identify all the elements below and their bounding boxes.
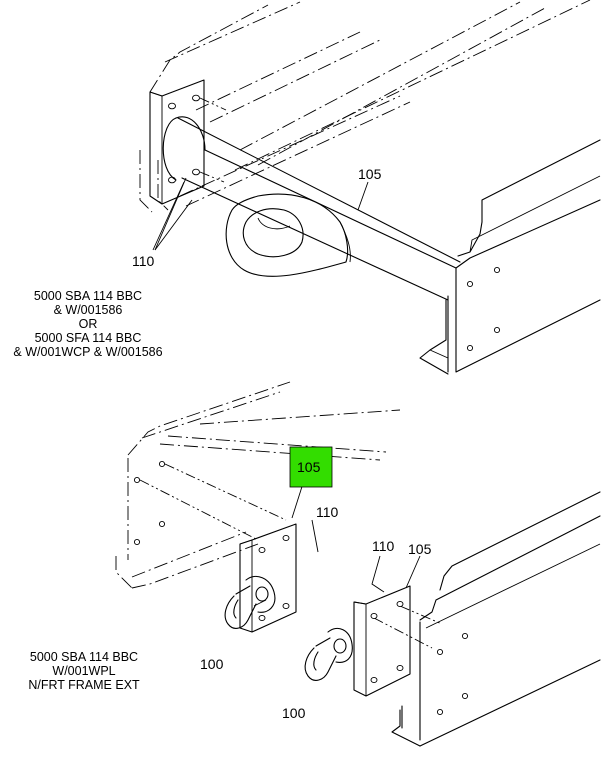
bottom-right-assembly [304, 491, 601, 747]
hole-icon [168, 102, 176, 110]
bottom-left-frame-rail [115, 381, 401, 589]
callouts: 105 110 105 110 110 105 100 100 [132, 166, 432, 721]
top-left-bracket-plate [149, 79, 227, 205]
hole-icon [466, 280, 474, 288]
hole-icon [158, 460, 166, 468]
bottom-right-bracket-plate [353, 585, 411, 697]
hole-icon [192, 94, 200, 102]
hole-icon [168, 176, 176, 184]
callout-top-105: 105 [358, 166, 382, 182]
hole-icon [370, 676, 378, 684]
top-assembly [139, 0, 601, 375]
callout-right-105: 105 [408, 541, 432, 557]
hole-icon [133, 476, 141, 484]
hole-icon [493, 326, 501, 334]
bottom-left-clevis-shackle [224, 575, 276, 629]
hole-icon [461, 632, 469, 640]
hole-icon [282, 534, 290, 542]
callout-left-100: 100 [200, 656, 224, 672]
hole-icon [133, 538, 141, 546]
caption-top-line: 5000 SBA 114 BBC [34, 289, 142, 303]
hole-icon [466, 344, 474, 352]
top-leaders [152, 177, 369, 251]
hole-icon [258, 546, 266, 554]
hole-icon [396, 600, 404, 608]
caption-bottom: 5000 SBA 114 BBC W/001WPL N/FRT FRAME EX… [28, 650, 140, 692]
highlight-box[interactable] [289, 446, 333, 488]
bottom-left-assembly [115, 381, 401, 633]
callout-mid-105: 105 [297, 459, 321, 475]
callout-mid-110: 110 [316, 504, 339, 520]
hole-icon [461, 692, 469, 700]
caption-top-line: OR [79, 317, 98, 331]
top-crossmember-tube [162, 116, 461, 301]
hole-icon [158, 520, 166, 528]
callout-right-110: 110 [372, 538, 395, 554]
hole-icon [436, 708, 444, 716]
hole-icon [192, 168, 200, 176]
top-tow-hook [225, 193, 351, 277]
hole-icon [436, 648, 444, 656]
top-left-frame-rail [139, 0, 591, 213]
hole-icon [370, 612, 378, 620]
bottom-right-frame-rail [391, 491, 601, 747]
caption-top-line: & W/001WCP & W/001586 [13, 345, 162, 359]
caption-bottom-line: N/FRT FRAME EXT [28, 678, 140, 692]
top-right-frame-rail [419, 139, 601, 375]
hole-icon [258, 614, 266, 622]
caption-bottom-line: 5000 SBA 114 BBC [30, 650, 138, 664]
caption-bottom-line: W/001WPL [52, 664, 115, 678]
caption-top-line: & W/001586 [54, 303, 123, 317]
hole-icon [493, 266, 501, 274]
hole-icon [282, 602, 290, 610]
caption-top-line: 5000 SFA 114 BBC [35, 331, 142, 345]
bottom-right-clevis-shackle [304, 627, 353, 681]
hole-icon [396, 664, 404, 672]
callout-right-100: 100 [282, 705, 306, 721]
callout-top-110: 110 [132, 253, 155, 269]
caption-top: 5000 SBA 114 BBC & W/001586 OR 5000 SFA … [13, 289, 162, 359]
